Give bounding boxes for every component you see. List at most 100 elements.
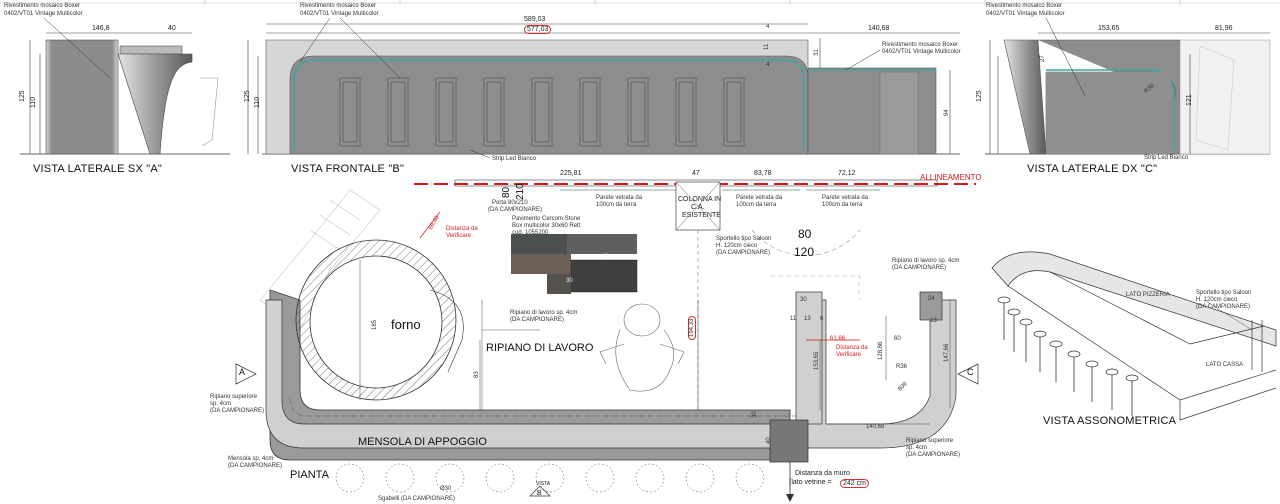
plan-dim-19433: 194,33 bbox=[688, 315, 696, 340]
plan-distanza-verif4: Verificare bbox=[836, 352, 862, 358]
plan-view bbox=[235, 179, 979, 502]
plan-parete2-line1: Parete vetrata da bbox=[736, 195, 783, 201]
right-dim-h2: 121 bbox=[1186, 94, 1193, 106]
plan-dim-13b: 13 bbox=[930, 318, 937, 324]
front-dim-right: 140,68 bbox=[868, 25, 890, 32]
front-view bbox=[247, 17, 960, 159]
plan-parete1-line2: 100cm da terra bbox=[596, 202, 637, 208]
plan-dim-6166: 61,66 bbox=[830, 336, 846, 342]
iso-saloon-line3: (DA CAMPIONARE) bbox=[1196, 304, 1251, 310]
plan-distanza-muro-value: 242 cm bbox=[840, 479, 869, 488]
front-led-note: Strip Led Bianco bbox=[492, 156, 537, 162]
plan-porta-line2: (DA CAMPIONARE) bbox=[488, 207, 543, 213]
plan-rip-sup-line3: (DA CAMPIONARE) bbox=[210, 408, 265, 414]
right-view bbox=[985, 17, 1271, 155]
iso-view bbox=[991, 251, 1277, 421]
plan-rip-note-line1: Ripiano di lavoro sp. 4cm bbox=[510, 310, 578, 316]
plan-pav-line1: Pavimento Cercom Stone bbox=[512, 216, 581, 222]
plan-dim-47: 47 bbox=[692, 170, 700, 177]
plan-title: PIANTA bbox=[290, 469, 329, 481]
iso-saloon-line2: H. 120cm cieco bbox=[1196, 297, 1238, 303]
front-dim-31: 31 bbox=[814, 49, 820, 56]
plan-rip-sup2-line3: (DA CAMPIONARE) bbox=[906, 452, 961, 458]
plan-dim-40: 40 bbox=[766, 437, 772, 444]
right-note-line1: Rivestimento mosaico Boxer bbox=[986, 3, 1063, 9]
right-dim-w1: 153,65 bbox=[1098, 25, 1120, 32]
section-mark-a: A bbox=[239, 367, 246, 377]
front-dim-h1: 125 bbox=[244, 90, 251, 102]
plan-dim-80: 80 bbox=[501, 186, 512, 198]
plan-colonna-line3: ESISTENTE bbox=[682, 212, 721, 219]
plan-dim-r36: R36 bbox=[896, 364, 908, 370]
plan-dim-13: 13 bbox=[804, 316, 811, 322]
left-note-line1: Rivestimento mosaico Boxer bbox=[4, 3, 81, 9]
plan-distanza-muro-line2: (lato vetrine = bbox=[789, 479, 832, 486]
plan-dim-30b: 30 bbox=[752, 411, 758, 418]
left-dim-w2: 40 bbox=[168, 25, 176, 32]
plan-saloon-line2: H. 120cm cieco bbox=[716, 243, 758, 249]
plan-dim-60: 60 bbox=[894, 336, 901, 342]
plan-porta-line1: Porta 80x210 bbox=[492, 200, 528, 206]
front-note-right-line2: 0402/VT01 Vintage Multicolor bbox=[882, 49, 961, 55]
plan-dim-8378: 83,78 bbox=[754, 170, 772, 177]
front-dim-4a: 4 bbox=[766, 24, 770, 30]
plan-dim-210: 210 bbox=[515, 183, 526, 200]
front-note-right-line1: Rivestimento mosaico Boxer bbox=[882, 42, 959, 48]
plan-tile-60: 60 bbox=[602, 254, 609, 260]
left-view-title: VISTA LATERALE SX "A" bbox=[33, 163, 162, 175]
right-view-title: VISTA LATERALE DX "C" bbox=[1027, 163, 1158, 175]
plan-dim-6: 6 bbox=[820, 316, 824, 322]
plan-forno: forno bbox=[391, 317, 421, 332]
plan-distanza-muro-line1: Distanza da muro bbox=[795, 470, 850, 477]
plan-ripiano: RIPIANO DI LAVORO bbox=[486, 342, 594, 354]
plan-saloon-line3: (DA CAMPIONARE) bbox=[716, 250, 771, 256]
plan-colonna-line2: C.A. bbox=[691, 204, 705, 211]
plan-dim-14766: 147,66 bbox=[944, 343, 950, 362]
plan-colonna-line1: COLONNA IN bbox=[678, 196, 722, 203]
right-dim-w2: 81,96 bbox=[1215, 25, 1233, 32]
plan-mensola: MENSOLA DI APPOGGIO bbox=[358, 436, 487, 448]
left-dim-h1: 125 bbox=[19, 90, 26, 102]
plan-rip-note-line2: (DA CAMPIONARE) bbox=[510, 317, 565, 323]
front-dim-11: 11 bbox=[764, 43, 770, 50]
left-dim-w1: 146,8 bbox=[92, 25, 110, 32]
iso-view-title: VISTA ASSONOMETRICA bbox=[1043, 415, 1177, 427]
plan-tile-30: 30 bbox=[566, 278, 573, 284]
left-dim-h2: 110 bbox=[30, 96, 37, 108]
plan-dim-15365: 153,65 bbox=[814, 351, 820, 370]
plan-dim-185: 185 bbox=[372, 319, 378, 330]
plan-mens-line1: Mensola sp. 4cm bbox=[228, 456, 274, 462]
right-led-note: Strip Led Bianco bbox=[1144, 155, 1189, 161]
front-dim-inner: 577,03 bbox=[524, 25, 552, 34]
plan-door-80: 80 bbox=[798, 227, 812, 241]
front-dim-h2: 110 bbox=[254, 96, 261, 108]
plan-distanza-verif1: Distanza da bbox=[446, 226, 478, 232]
iso-saloon-line1: Sportello tipo Saloon bbox=[1196, 290, 1252, 296]
plan-dim-30a: 30 bbox=[800, 297, 807, 303]
plan-dim-83: 83 bbox=[474, 371, 480, 378]
plan-pav-line3: cod. 1055200 bbox=[512, 230, 549, 236]
iso-lato-cassa: LATO CASSA bbox=[1206, 362, 1244, 368]
front-dim-94: 94 bbox=[944, 109, 950, 116]
plan-parete1-line1: Parete vetrata da bbox=[596, 195, 643, 201]
plan-rip-sup-line1: Ripiano superiore bbox=[210, 394, 258, 400]
right-note-line2: 0402/VT01 Vintage Multicolor bbox=[986, 11, 1065, 17]
plan-sgabelli: Sgabelli (DA CAMPIONARE) bbox=[378, 496, 456, 502]
plan-rip-note2-line2: (DA CAMPIONARE) bbox=[892, 265, 947, 271]
plan-rip-note2-line1: Ripiano di lavoro sp. 4cm bbox=[892, 258, 960, 264]
plan-rip-sup2-line1: Ripiano superiore bbox=[906, 438, 954, 444]
plan-dim-12886: 128,86 bbox=[878, 341, 884, 360]
front-dim-total: 589,03 bbox=[524, 16, 546, 23]
plan-dim-14068: 140,68 bbox=[866, 424, 885, 430]
right-dim-h1: 125 bbox=[976, 90, 983, 102]
plan-saloon-line1: Sportello tipo Saloon bbox=[716, 236, 772, 242]
front-dim-4b: 4 bbox=[766, 62, 770, 68]
plan-pav-line2: Box multicolor 30x60 Rett bbox=[512, 223, 581, 229]
plan-dim-11: 11 bbox=[790, 316, 797, 322]
section-vista-label: VISTA bbox=[536, 481, 551, 487]
plan-door-120: 120 bbox=[794, 245, 815, 259]
iso-lato-pizzeria: LATO PIZZERIA bbox=[1126, 292, 1170, 298]
section-mark-c: C bbox=[967, 367, 974, 377]
front-view-title: VISTA FRONTALE "B" bbox=[291, 163, 405, 175]
